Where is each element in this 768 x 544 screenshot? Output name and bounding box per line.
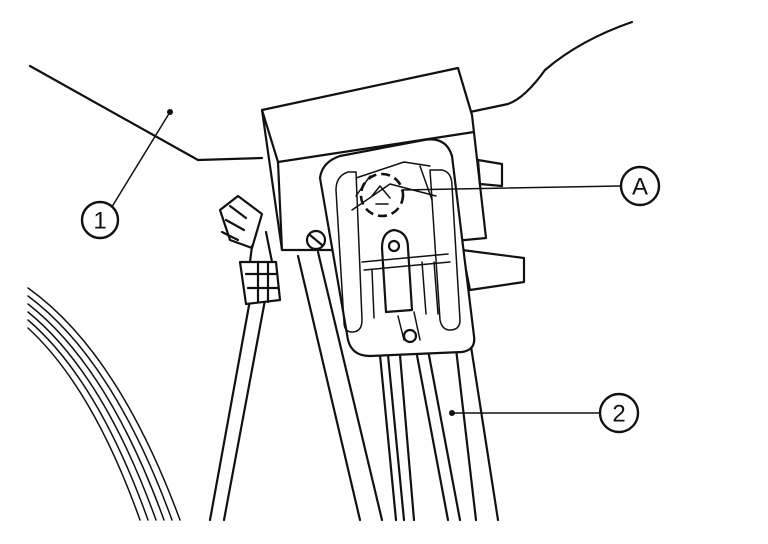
left-curved-trim: [27, 287, 181, 521]
part-2-rail: [378, 348, 462, 522]
callout-1: 1: [80, 200, 120, 240]
left-connector: [218, 194, 282, 306]
part-1-panel: [28, 20, 634, 162]
leader-lines: [109, 109, 621, 416]
callout-a: A: [619, 165, 661, 207]
bracket-plate: [318, 138, 476, 358]
lower-arm: [296, 250, 500, 522]
left-cable: [208, 298, 267, 522]
housing-bolt: [305, 229, 327, 251]
callout-2-label: 2: [612, 401, 625, 428]
detail-a-marker: [359, 172, 405, 218]
callout-2: 2: [598, 392, 640, 434]
callout-a-label: A: [632, 174, 648, 201]
callout-1-label: 1: [93, 208, 106, 235]
